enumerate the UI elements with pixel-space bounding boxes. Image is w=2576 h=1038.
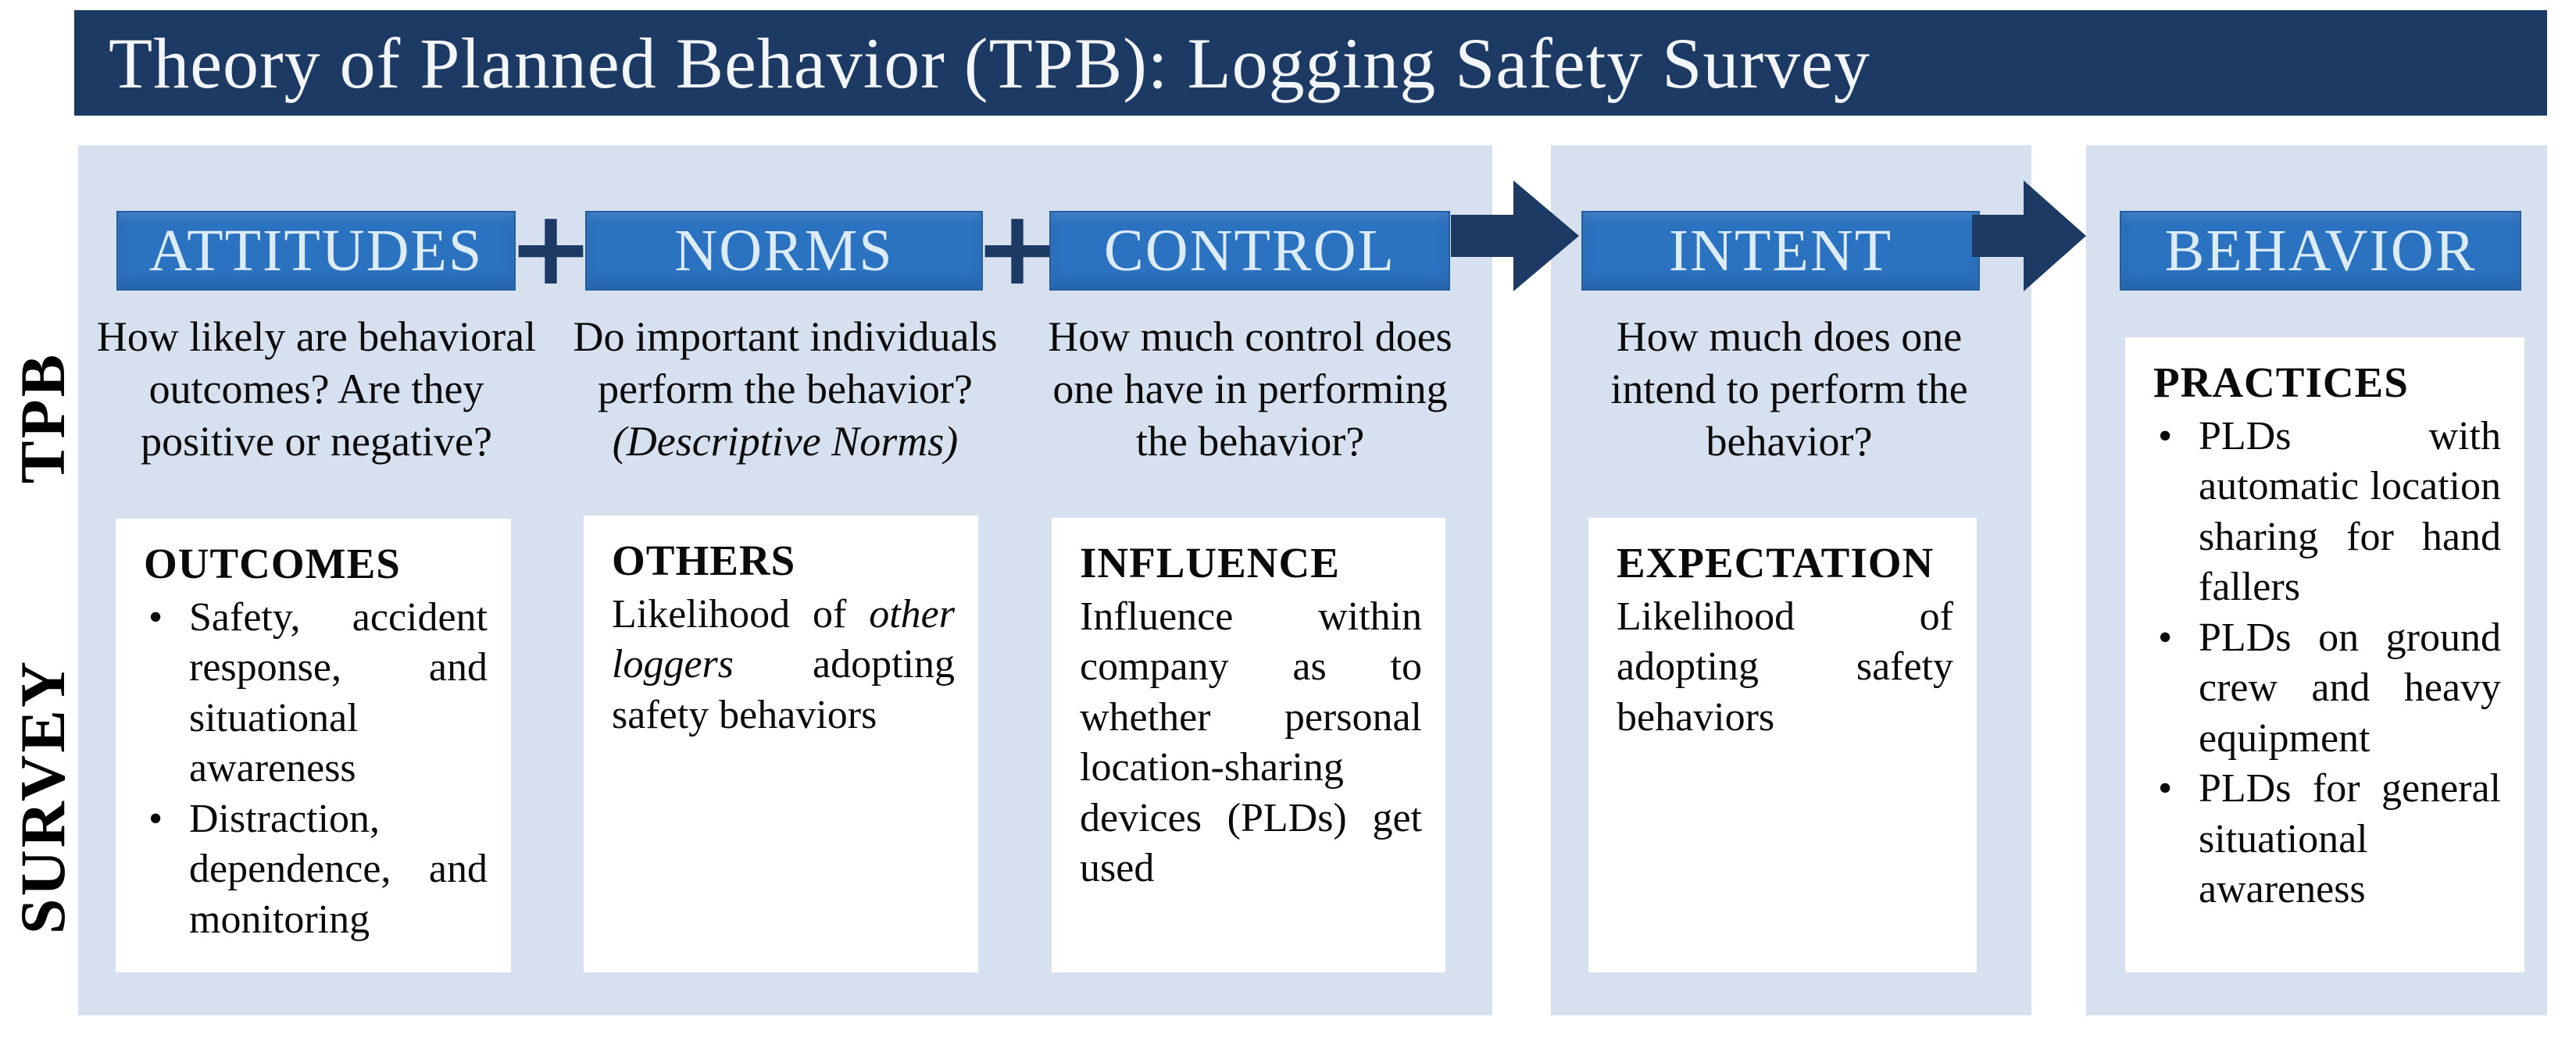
survey-box-outcomes: OUTCOMES Safety, accident response, and … xyxy=(116,519,511,972)
survey-box-others: OTHERS Likelihood of other loggers adopt… xyxy=(584,515,978,972)
question-norms-note: (Descriptive Norms) xyxy=(612,417,959,465)
box-others-heading: OTHERS xyxy=(612,537,796,584)
header-intent-label: INTENT xyxy=(1668,217,1893,284)
plus-icon: + xyxy=(507,188,595,309)
header-intent: INTENT xyxy=(1581,211,1980,291)
row-label-tpb: TPB xyxy=(7,351,78,484)
box-expectation-text: Likelihood of adopting safety behaviors xyxy=(1617,594,1953,740)
survey-box-influence: INFLUENCE Influence within company as to… xyxy=(1052,518,1445,972)
box-others-text-italic: other loggers xyxy=(612,592,955,687)
question-control: How much control does one have in perfor… xyxy=(1024,311,1477,468)
question-intent-text: How much does one intend to perform the … xyxy=(1610,313,1968,465)
question-attitudes-text: How likely are behavioral outcomes? Are … xyxy=(96,313,537,465)
box-expectation-heading: EXPECTATION xyxy=(1617,539,1935,587)
survey-box-practices: PRACTICES PLDs with automatic location s… xyxy=(2125,337,2524,972)
question-norms: Do important individuals perform the beh… xyxy=(559,311,1012,468)
question-attitudes: How likely are behavioral outcomes? Are … xyxy=(82,311,551,468)
box-others-text-prefix: Likelihood of xyxy=(612,592,870,637)
header-behavior-label: BEHAVIOR xyxy=(2164,217,2477,284)
box-practices-heading: PRACTICES xyxy=(2153,358,2409,406)
header-control: CONTROL xyxy=(1049,211,1450,291)
right-arrow-icon xyxy=(1972,180,2086,291)
survey-box-expectation: EXPECTATION Likelihood of adopting safet… xyxy=(1588,518,1977,972)
header-behavior: BEHAVIOR xyxy=(2120,211,2521,291)
right-arrow-icon xyxy=(1451,180,1579,291)
plus-icon: + xyxy=(974,188,1061,309)
header-control-label: CONTROL xyxy=(1104,217,1395,284)
box-influence-heading: INFLUENCE xyxy=(1080,539,1340,587)
row-label-survey: SURVEY xyxy=(7,658,78,935)
box-others-text: Likelihood of other loggers adopting saf… xyxy=(612,590,955,740)
box-outcomes-heading: OUTCOMES xyxy=(144,540,401,587)
box-outcomes-list: Safety, accident response, and situation… xyxy=(144,593,488,945)
box-influence-text: Influence within company as to whether p… xyxy=(1080,594,1422,891)
question-intent: How much does one intend to perform the … xyxy=(1563,311,2016,468)
question-control-text: How much control does one have in perfor… xyxy=(1048,313,1452,465)
title-bar: Theory of Planned Behavior (TPB): Loggin… xyxy=(74,10,2547,116)
question-norms-text: Do important individuals perform the beh… xyxy=(573,313,998,412)
box-practices-list: PLDs with automatic location sharing for… xyxy=(2153,412,2501,915)
list-item: PLDs for general situational awareness xyxy=(2153,764,2501,915)
page-title: Theory of Planned Behavior (TPB): Loggin… xyxy=(109,23,1870,103)
header-attitudes: ATTITUDES xyxy=(116,211,516,291)
list-item: PLDs on ground crew and heavy equipment xyxy=(2153,613,2501,764)
list-item: Safety, accident response, and situation… xyxy=(144,593,488,794)
header-attitudes-label: ATTITUDES xyxy=(148,217,484,284)
header-norms-label: NORMS xyxy=(674,217,894,284)
list-item: Distraction, dependence, and monitoring xyxy=(144,794,488,945)
header-norms: NORMS xyxy=(585,211,983,291)
box-others-text-suffix: adopting safety behaviors xyxy=(612,642,955,737)
list-item: PLDs with automatic location sharing for… xyxy=(2153,412,2501,613)
